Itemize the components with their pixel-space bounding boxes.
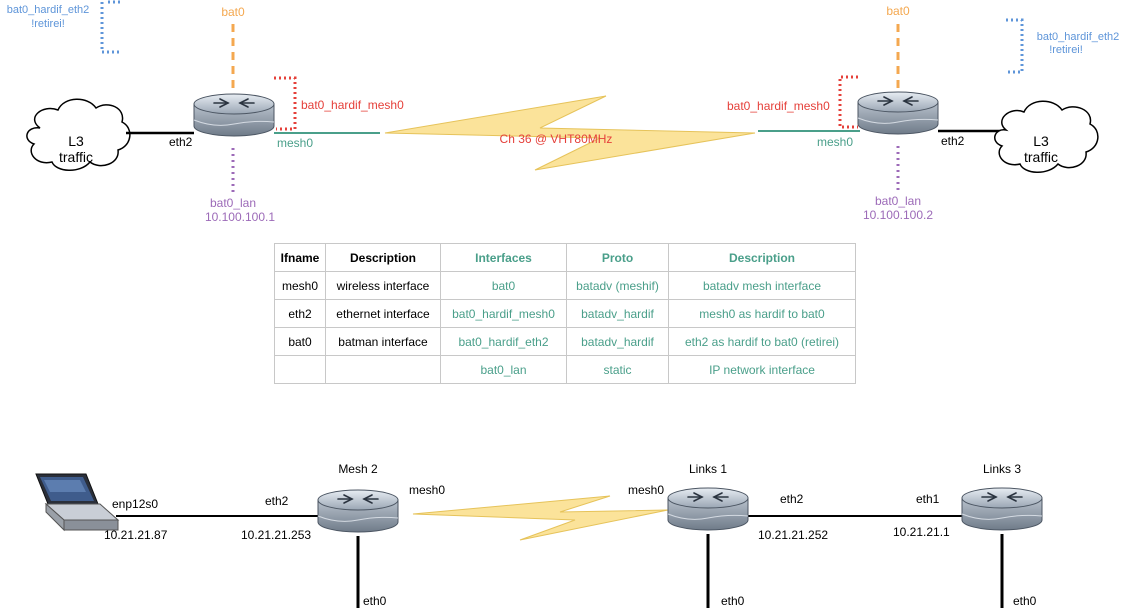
left-router-icon	[193, 93, 275, 137]
header-description: Description	[325, 243, 441, 272]
header-ifname: Ifname	[274, 243, 326, 272]
table-header-row: Ifname Description Interfaces Proto Desc…	[274, 243, 856, 272]
left-eth2-label: eth2	[169, 135, 193, 149]
cloud-right-line2: traffic	[1024, 149, 1058, 165]
cell-interfaces: bat0	[440, 271, 567, 300]
header-interfaces: Interfaces	[440, 243, 567, 272]
cloud-left-line2: traffic	[59, 149, 93, 165]
right-router-icon	[857, 91, 939, 135]
cell-ifname: mesh0	[274, 271, 326, 300]
laptop-ip-label: 10.21.21.87	[104, 528, 168, 542]
table-row: bat0_lan static IP network interface	[274, 355, 856, 384]
links3-router-icon	[961, 487, 1043, 531]
cell-description: wireless interface	[325, 271, 441, 300]
right-hardif-eth2-bracket	[1006, 18, 1024, 74]
left-hardif-mesh0-label: bat0_hardif_mesh0	[301, 98, 404, 112]
links3-eth0-label: eth0	[1013, 594, 1037, 608]
cloud-left-line1: L3	[68, 133, 84, 149]
cell-description-2: mesh0 as hardif to bat0	[668, 299, 856, 328]
mesh2-ip-label: 10.21.21.253	[241, 528, 311, 542]
right-bat0-label: bat0	[886, 4, 910, 18]
top-wireless-link-label: Ch 36 @ VHT80MHz	[500, 132, 613, 146]
left-lan-label: bat0_lan	[210, 196, 256, 210]
cell-description-2: eth2 as hardif to bat0 (retirei)	[668, 327, 856, 356]
right-hardif-mesh0-bracket	[838, 75, 858, 129]
laptop-icon	[35, 473, 120, 532]
links3-eth1-label: eth1	[916, 492, 940, 506]
table-row: bat0 batman interface bat0_hardif_eth2 b…	[274, 327, 856, 356]
cell-description: ethernet interface	[325, 299, 441, 328]
links3-ip-label: 10.21.21.1	[893, 525, 950, 539]
right-hardif-mesh0-label: bat0_hardif_mesh0	[727, 99, 830, 113]
cell-interfaces: bat0_hardif_mesh0	[440, 299, 567, 328]
links1-eth0-label: eth0	[721, 594, 745, 608]
mesh2-eth2-label: eth2	[265, 494, 289, 508]
mesh2-title: Mesh 2	[338, 462, 378, 476]
cell-proto: static	[566, 355, 669, 384]
left-hardif-eth2-line2: !retirei!	[31, 18, 65, 30]
cloud-right-line1: L3	[1033, 133, 1049, 149]
cloud-left	[26, 98, 131, 171]
right-lan-ip: 10.100.100.2	[863, 208, 933, 222]
mesh2-eth0-label: eth0	[363, 594, 387, 608]
left-mesh0-label: mesh0	[277, 136, 313, 150]
links3-title: Links 3	[983, 462, 1021, 476]
cell-interfaces: bat0_hardif_eth2	[440, 327, 567, 356]
mesh2-mesh0-label: mesh0	[409, 483, 445, 497]
links1-title: Links 1	[689, 462, 727, 476]
header-proto: Proto	[566, 243, 669, 272]
cell-proto: batadv (meshif)	[566, 271, 669, 300]
left-hardif-mesh0-bracket	[274, 76, 297, 131]
cell-description: batman interface	[325, 327, 441, 356]
links1-router-icon	[667, 487, 749, 531]
right-hardif-eth2-line1: bat0_hardif_eth2	[1037, 31, 1120, 43]
right-mesh0-label: mesh0	[817, 135, 853, 149]
cell-description-2: IP network interface	[668, 355, 856, 384]
cell-proto: batadv_hardif	[566, 299, 669, 328]
left-bat0-label: bat0	[221, 5, 245, 19]
cell-description-2: batadv mesh interface	[668, 271, 856, 300]
right-lan-label: bat0_lan	[875, 194, 921, 208]
interface-table: Ifname Description Interfaces Proto Desc…	[274, 243, 856, 384]
cell-interfaces: bat0_lan	[440, 355, 567, 384]
left-lan-ip: 10.100.100.1	[205, 210, 275, 224]
links1-mesh0-label: mesh0	[628, 483, 664, 497]
cell-ifname: eth2	[274, 299, 326, 328]
cell-ifname	[274, 355, 326, 384]
cell-proto: batadv_hardif	[566, 327, 669, 356]
bottom-wireless-link-icon	[412, 495, 669, 541]
left-hardif-eth2-line1: bat0_hardif_eth2	[7, 4, 90, 16]
left-hardif-eth2-bracket	[100, 0, 120, 54]
table-row: eth2 ethernet interface bat0_hardif_mesh…	[274, 299, 856, 328]
cloud-right	[994, 100, 1099, 173]
cell-ifname: bat0	[274, 327, 326, 356]
cell-description	[325, 355, 441, 384]
mesh2-router-icon	[317, 489, 399, 533]
right-hardif-eth2-line2: !retirei!	[1049, 44, 1083, 56]
header-description-2: Description	[668, 243, 856, 272]
right-eth2-label: eth2	[941, 134, 965, 148]
links1-ip-label: 10.21.21.252	[758, 528, 828, 542]
laptop-iface-label: enp12s0	[112, 497, 158, 511]
table-row: mesh0 wireless interface bat0 batadv (me…	[274, 271, 856, 300]
links1-eth2-label: eth2	[780, 492, 804, 506]
top-wireless-link-icon	[384, 95, 756, 171]
